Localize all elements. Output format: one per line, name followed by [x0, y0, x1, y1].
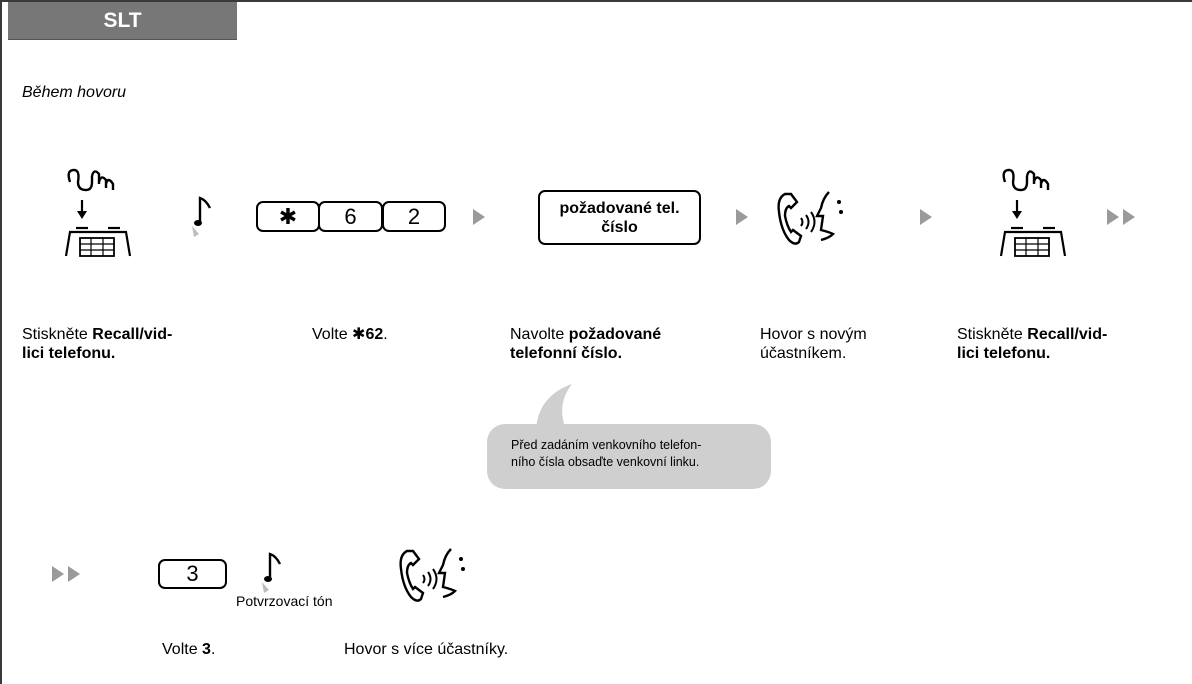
- double-arrow-icon: [1107, 209, 1151, 225]
- subtitle: Během hovoru: [22, 84, 127, 101]
- desired-number-key: požadované tel. číslo: [538, 190, 701, 245]
- mode-tab-label: SLT: [103, 9, 142, 32]
- arrow-icon: [473, 209, 485, 225]
- tone-note-icon: [262, 552, 282, 593]
- key-star: ✱: [256, 201, 320, 232]
- arrow-icon: [736, 209, 748, 225]
- caption-hovor-multi: Hovor s více účastníky.: [344, 641, 509, 658]
- mode-tab: [8, 2, 237, 40]
- caption-dial-62: Volte ✱62.: [312, 326, 388, 343]
- handset-talk-icon: [399, 548, 465, 602]
- double-arrow-icon: [52, 566, 96, 582]
- note-bubble: [487, 424, 771, 489]
- arrow-icon: [920, 209, 932, 225]
- handset-talk-icon: [777, 191, 843, 245]
- key-3: 3: [158, 559, 227, 589]
- note-text: Před zadáním venkovního telefon-ního čís…: [511, 438, 702, 469]
- desired-number-line1: požadované tel.: [559, 200, 680, 217]
- hand-press-hookswitch-icon: [64, 168, 132, 257]
- desired-number-line2: číslo: [601, 219, 638, 236]
- caption-dial-3: Volte 3.: [162, 641, 216, 658]
- confirm-tone-label: Potvrzovací tón: [236, 593, 333, 609]
- key-2: 2: [382, 201, 446, 232]
- tone-note-icon: [192, 196, 212, 237]
- caption-recall-2: Stiskněte Recall/vid-lici telefonu.: [957, 326, 1108, 362]
- hand-press-hookswitch-icon: [999, 168, 1067, 257]
- key-6: 6: [318, 201, 383, 232]
- bubble-tail: [536, 384, 572, 430]
- caption-recall-1: Stiskněte Recall/vid-lici telefonu.: [22, 326, 173, 362]
